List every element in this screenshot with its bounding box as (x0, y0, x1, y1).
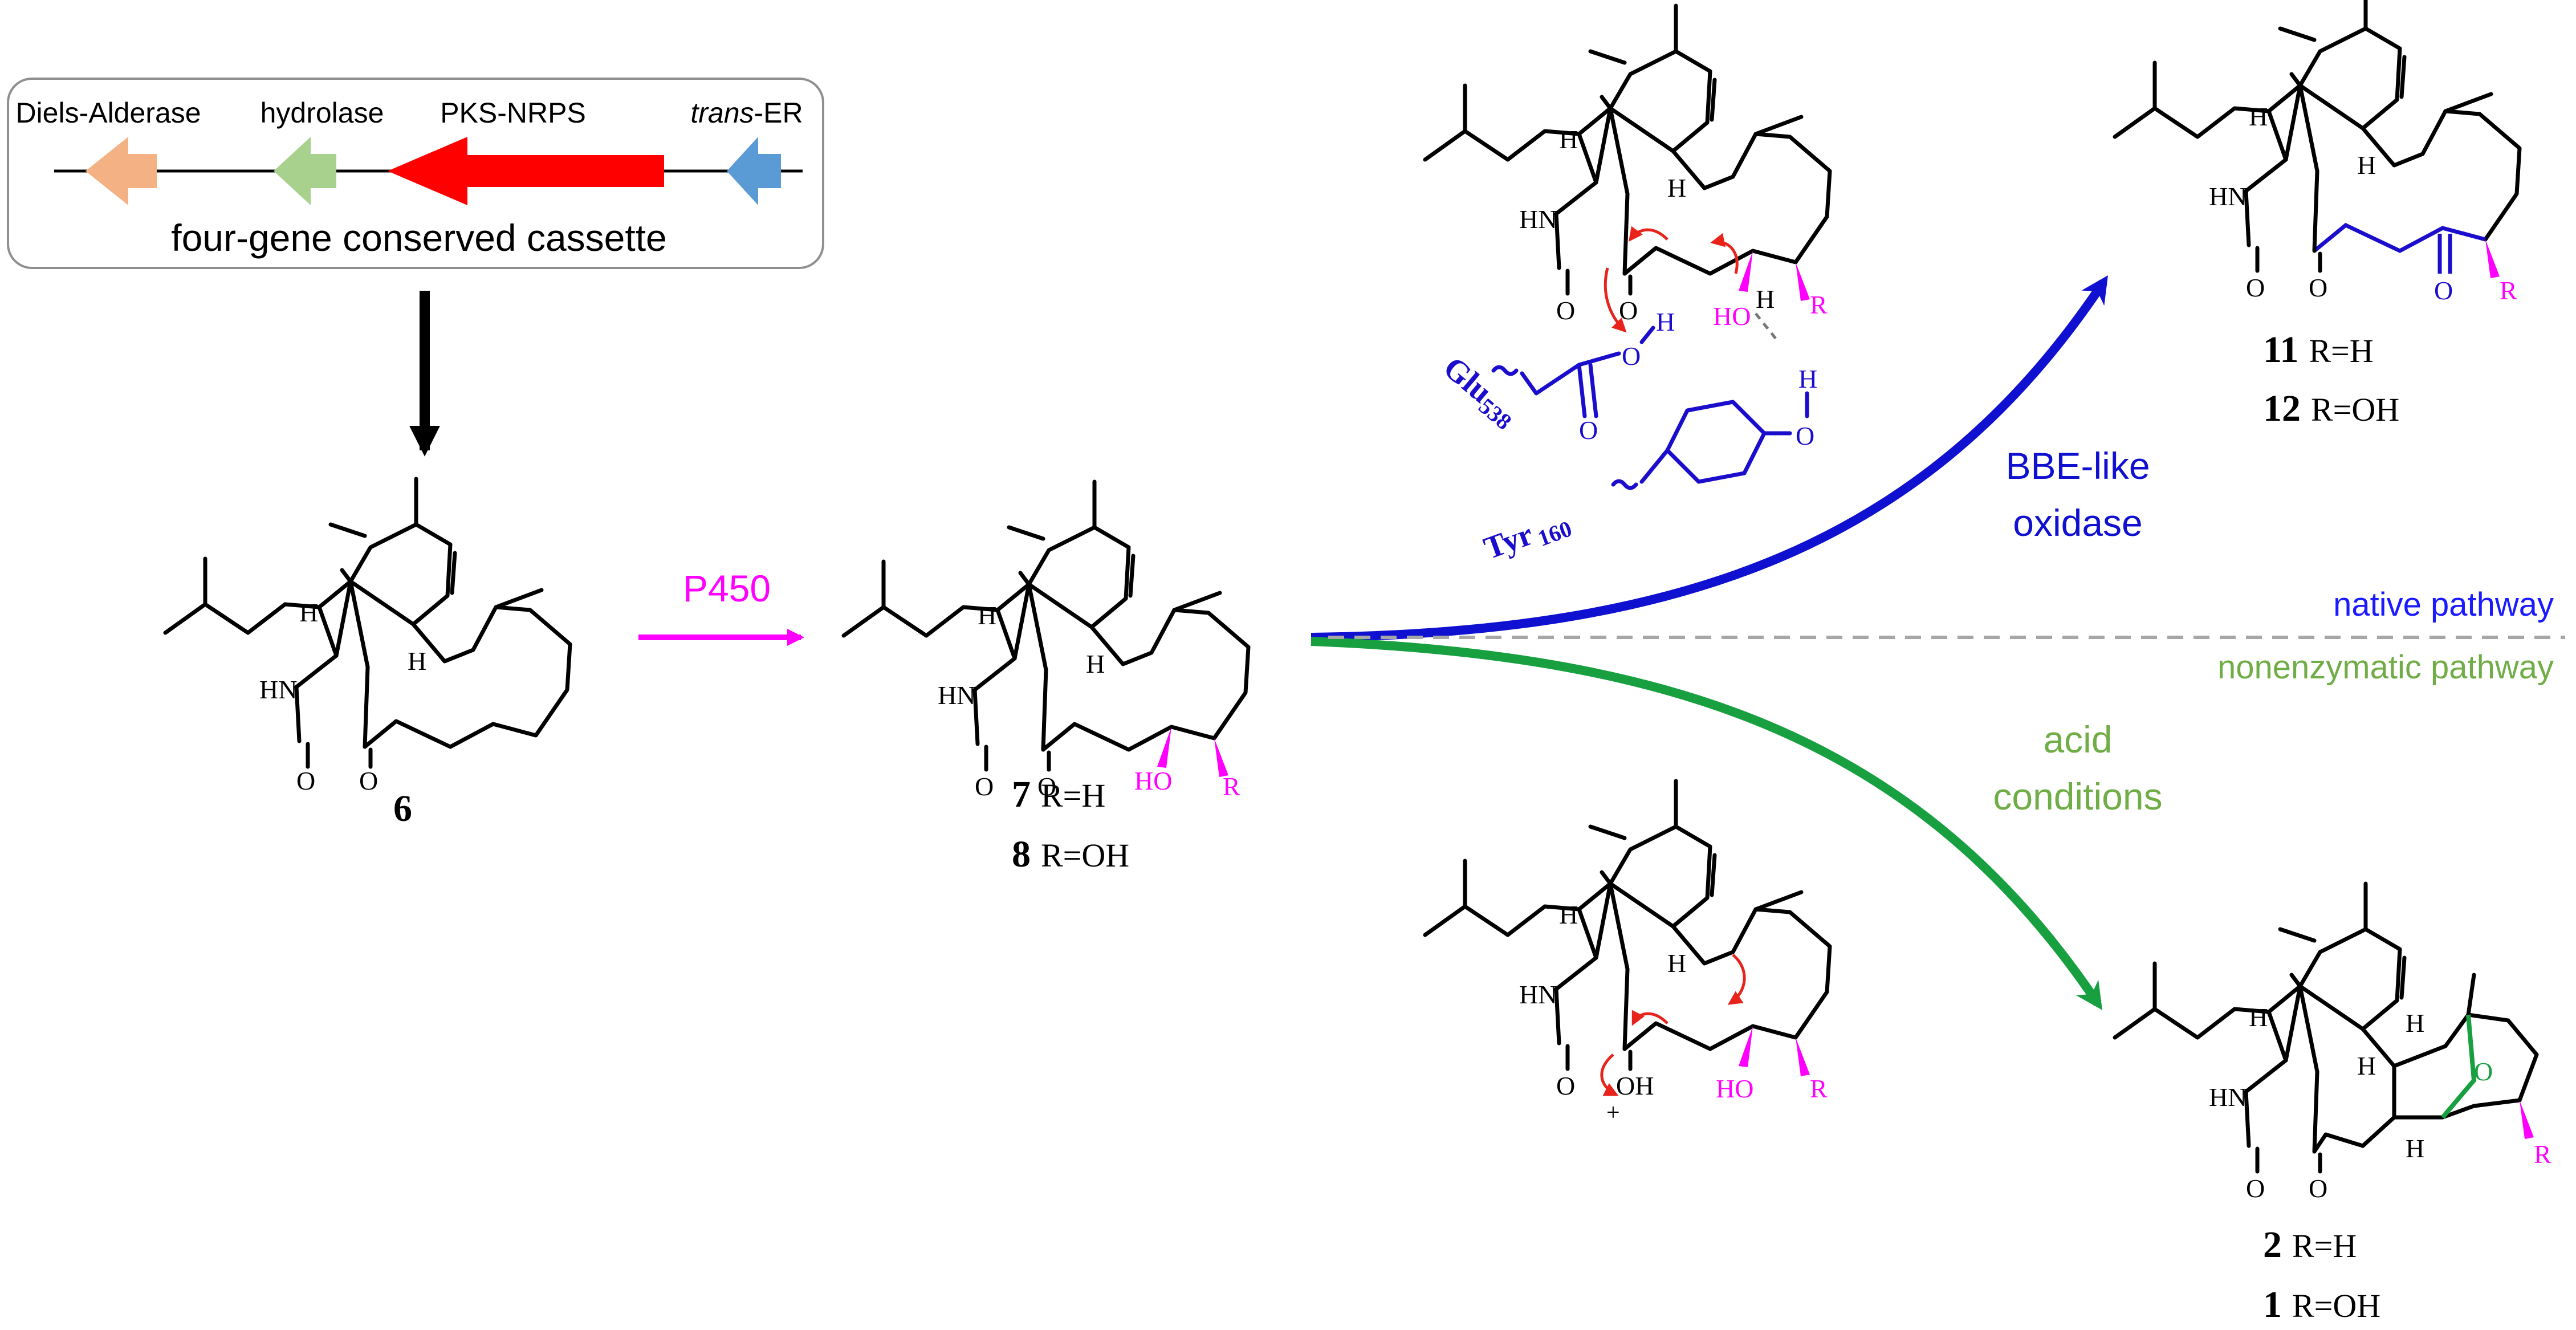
atom-hn: HN (938, 681, 975, 710)
atom-h: H (978, 601, 996, 630)
atom-h: H (2406, 1134, 2424, 1163)
atom-ho: HO (1716, 1074, 1753, 1103)
acid-conditions-label-line2: conditions (1993, 775, 2162, 817)
trans-er-gene (727, 137, 781, 205)
atom-hn: HN (259, 675, 297, 704)
atom-o: O (296, 766, 315, 795)
nonenzymatic-pathway-label: nonenzymatic pathway (2217, 649, 2554, 686)
atom-h: H (2406, 1008, 2424, 1038)
gene-label-trans-er: trans-ER (690, 97, 803, 129)
glu-label: Glu538 (1434, 350, 1525, 435)
atom-h: H (2357, 1051, 2376, 1080)
atom-o: O (1622, 341, 1641, 371)
atom-hn: HN (2209, 1083, 2247, 1112)
tyr-residue: O H Tyr160 (1479, 364, 1817, 570)
atom-h: H (1086, 649, 1105, 678)
atom-o: O (2474, 1057, 2493, 1086)
atom-plus: + (1606, 1100, 1620, 1126)
gene-label-hydrolase: hydrolase (261, 97, 384, 129)
atom-o: O (1579, 416, 1598, 445)
atom-h: H (299, 598, 318, 627)
native-pathway-arrow (1311, 275, 2108, 642)
compound-1-2-structure: O HN O O H H H H R (2115, 884, 2551, 1203)
p450-label: P450 (683, 567, 771, 609)
enzyme-mechanism-structure: HN O O H H H HO R (1425, 6, 1832, 343)
atom-o: O (2309, 1174, 2327, 1203)
atom-r: R (1223, 772, 1240, 801)
atom-o: O (359, 766, 378, 795)
atom-oh: OH (1616, 1071, 1654, 1100)
atom-h: H (1656, 307, 1675, 336)
gene-cluster-caption: four-gene conserved cassette (171, 217, 667, 259)
compound-7-8-structure: HN O O H H HO R (844, 482, 1251, 801)
atom-o: O (975, 772, 994, 801)
atom-o: O (1037, 772, 1056, 801)
atom-r: R (2500, 276, 2517, 305)
atom-h: H (2357, 151, 2376, 180)
tyr-label: Tyr160 (1479, 503, 1575, 570)
atom-hn: HN (2209, 182, 2247, 211)
glu-residue: O O H Glu538 (1434, 307, 1675, 445)
bbe-oxidase-label-line2: oxidase (2013, 502, 2143, 544)
gene-label-pks-nrps: PKS-NRPS (440, 97, 586, 129)
atom-h: H (408, 646, 426, 676)
atom-r: R (1810, 290, 1828, 319)
atom-o: O (2246, 1174, 2265, 1203)
atom-o: O (2434, 276, 2453, 305)
acid-mechanism-structure: HN O OH + H H HO R (1425, 781, 1832, 1126)
atom-hn: HN (1519, 980, 1557, 1009)
pks-nrps-gene (388, 137, 664, 205)
gene-label-diels-alderase: Diels-Alderase (15, 97, 201, 129)
atom-h: H (1559, 900, 1578, 929)
native-pathway-label: native pathway (2333, 586, 2554, 623)
diels-alderase-gene (86, 137, 157, 205)
atom-r: R (2534, 1140, 2551, 1169)
atom-o: O (1796, 421, 1814, 450)
atom-o: O (1556, 1071, 1575, 1100)
atom-h: H (1798, 364, 1817, 393)
atom-o: O (2309, 273, 2327, 302)
atom-h: H (2249, 1003, 2268, 1032)
atom-r: R (1810, 1074, 1828, 1103)
atom-hn: HN (1519, 205, 1557, 234)
atom-h: H (1667, 173, 1686, 202)
atom-h: H (2249, 102, 2268, 131)
atom-h: H (1667, 949, 1686, 978)
compound-6-label: 6 (393, 788, 412, 829)
compound-6-structure: HN O O H H (165, 479, 572, 795)
atom-h: H (1559, 125, 1578, 154)
compound-11-12-structure: HN O O O H H R (2115, 0, 2522, 305)
atom-ho: HO (1713, 302, 1751, 331)
acid-conditions-label-line1: acid (2043, 718, 2112, 760)
atom-o: O (2246, 273, 2265, 302)
bbe-oxidase-label-line1: BBE-like (2005, 445, 2150, 487)
atom-o: O (1556, 296, 1575, 325)
gene-cluster-panel: Diels-Alderase hydrolase PKS-NRPS trans-… (7, 78, 824, 269)
acid-pathway-arrow (1311, 637, 2103, 1010)
atom-h: H (1756, 284, 1775, 314)
atom-o: O (1619, 296, 1638, 325)
hydrolase-gene (274, 137, 336, 205)
atom-ho: HO (1134, 766, 1172, 795)
